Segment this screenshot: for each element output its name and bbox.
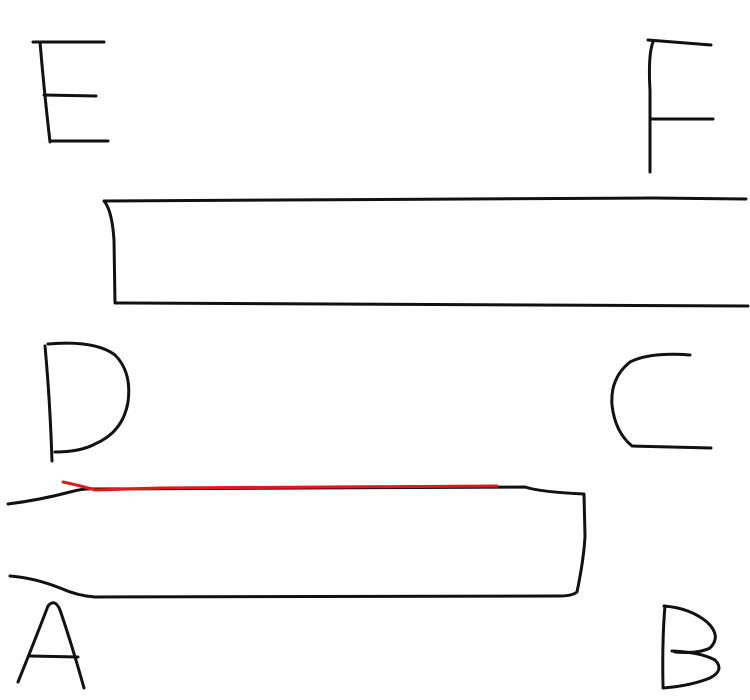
label-b: B	[690, 649, 691, 651]
label-b-glyph: B	[661, 604, 721, 690]
label-c-glyph: C	[610, 352, 713, 450]
label-d: D	[88, 399, 89, 401]
label-d-glyph: D	[43, 341, 131, 463]
label-e: E	[70, 91, 71, 93]
label-c: C	[660, 399, 661, 401]
lower-bar-shape	[6, 485, 587, 599]
label-f: F	[680, 99, 681, 101]
label-f-glyph: F	[646, 38, 715, 174]
label-a: A	[50, 648, 51, 651]
label-a-glyph: A	[16, 601, 86, 690]
upper-bar-shape	[102, 196, 750, 308]
highlighted-edge	[61, 480, 499, 492]
label-e-glyph: E	[31, 40, 110, 144]
